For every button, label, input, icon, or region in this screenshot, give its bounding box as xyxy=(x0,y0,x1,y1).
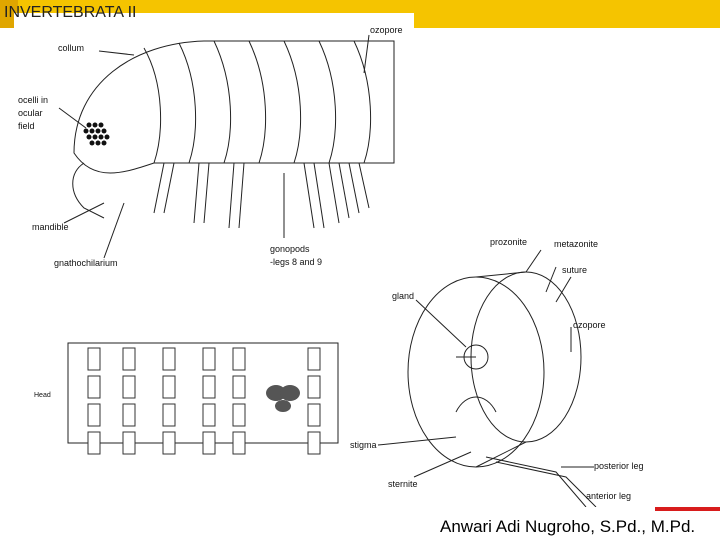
label-ozopore-section: ozopore xyxy=(573,320,606,330)
label-prozonite: prozonite xyxy=(490,237,528,247)
label-metazonite: metazonite xyxy=(554,239,599,249)
label-gonopods-line1: gonopods xyxy=(270,244,310,254)
header-corner xyxy=(0,0,18,28)
accent-line xyxy=(655,507,720,511)
label-anterior-leg: anterior leg xyxy=(586,491,632,501)
label-ocelli-line2: ocular xyxy=(18,108,43,118)
label-collum: collum xyxy=(58,43,85,53)
millipede-lateral-drawing xyxy=(58,34,395,259)
segment-section-figure: prozonite metazonite suture gland ozopor… xyxy=(346,232,648,507)
label-posterior-leg: posterior leg xyxy=(594,461,644,471)
label-gland: gland xyxy=(392,291,415,301)
label-ocelli-line3: field xyxy=(18,121,35,131)
label-stigma: stigma xyxy=(350,440,377,450)
label-gnathochilarium: gnathochilarium xyxy=(54,258,118,268)
label-ocelli-line1: ocelli in xyxy=(18,95,49,105)
label-ozopore-top: ozopore xyxy=(370,25,403,35)
slide-title: INVERTEBRATA II xyxy=(4,4,137,21)
label-suture: suture xyxy=(562,265,588,275)
segment-section-drawing xyxy=(377,249,597,507)
label-head: Head xyxy=(34,392,51,399)
label-gonopods-line2: -legs 8 and 9 xyxy=(270,257,323,267)
millipede-ventral-figure: Head xyxy=(28,318,346,470)
label-mandible: mandible xyxy=(32,222,69,232)
author-credit: Anwari Adi Nugroho, S.Pd., M.Pd. xyxy=(440,517,696,536)
millipede-ventral-drawing xyxy=(67,342,339,455)
millipede-lateral-figure: collum ozopore ocelli in ocular field ma… xyxy=(14,13,414,275)
label-sternite: sternite xyxy=(388,479,418,489)
